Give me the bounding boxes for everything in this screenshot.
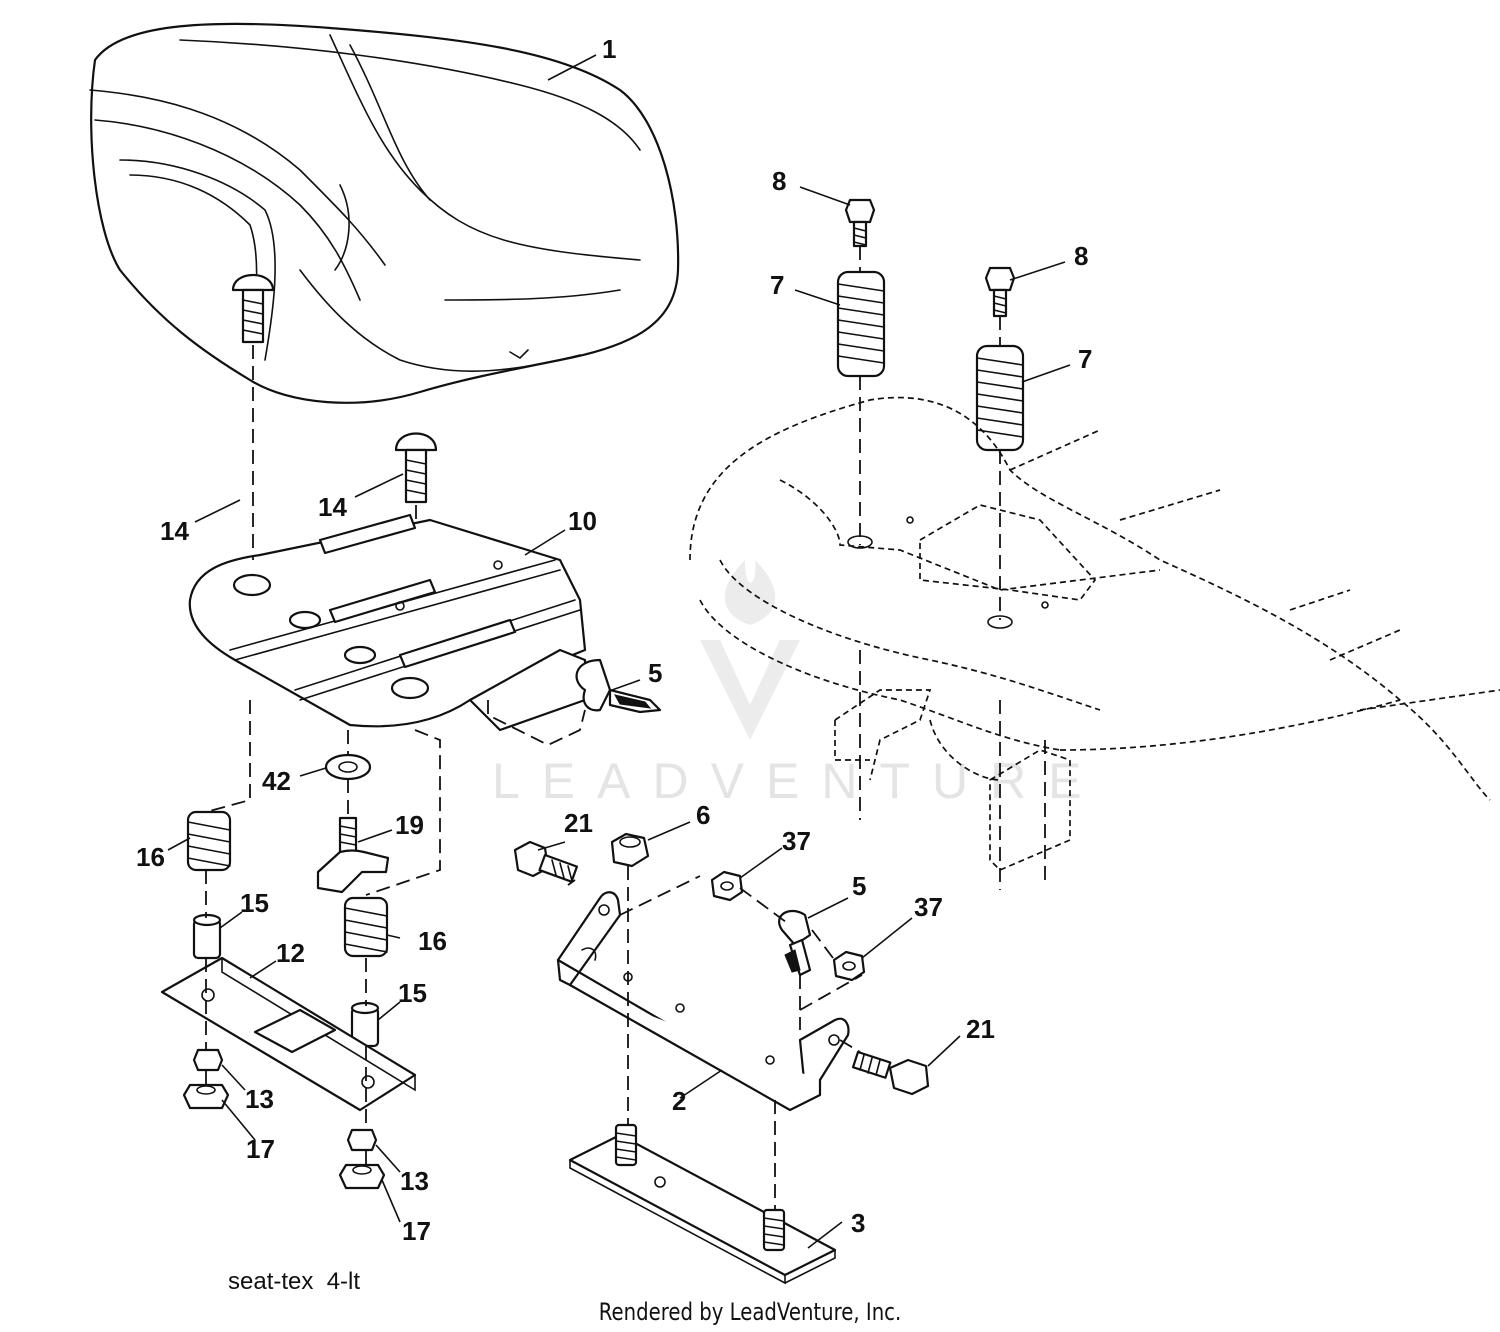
callout-14-right: 14 [318, 492, 347, 522]
callout-2: 2 [672, 1086, 686, 1116]
callout-16-left: 16 [136, 842, 165, 872]
callout-13-right: 13 [400, 1166, 429, 1196]
callout-1: 1 [602, 34, 616, 64]
diagram-caption: seat-tex 4-lt [228, 1268, 361, 1295]
callout-16-right: 16 [418, 926, 447, 956]
carriage-bolt-right [394, 432, 438, 504]
spacer-left [192, 913, 222, 960]
hex-nut-37-upper [710, 870, 744, 902]
callout-21-left: 21 [564, 808, 593, 838]
callout-12: 12 [276, 938, 305, 968]
spring-7-right [975, 344, 1025, 452]
slide-plate [160, 956, 417, 1112]
nut-17-right [338, 1163, 386, 1190]
callout-14-left: 14 [160, 516, 189, 546]
watermark-text: LEADVENTURE [492, 753, 1104, 809]
callout-7-left: 7 [770, 270, 784, 300]
spring-right [343, 896, 389, 958]
nut-17-left [182, 1083, 230, 1110]
callout-37-upper: 37 [782, 826, 811, 856]
flange-bolt-right [851, 1050, 930, 1096]
mounting-plate [568, 1123, 837, 1285]
callout-21-right: 21 [966, 1014, 995, 1044]
callout-10: 10 [568, 506, 597, 536]
hex-nut-37-lower [832, 950, 866, 982]
seat-pan [188, 513, 587, 732]
callout-15-left: 15 [240, 888, 269, 918]
screw-8-right [984, 266, 1016, 318]
callout-15-right: 15 [398, 978, 427, 1008]
washer [324, 753, 372, 781]
seat-clip-upper [575, 658, 662, 714]
leadventure-watermark: LEADVENTURE [492, 560, 1104, 809]
fender-frame-reference [689, 396, 1500, 890]
nut-13-left [192, 1048, 224, 1072]
adjustment-knob [316, 816, 390, 894]
callout-37-lower: 37 [914, 892, 943, 922]
callout-17-left: 17 [246, 1134, 275, 1164]
carriage-bolt-left [231, 274, 275, 344]
flange-bolt-left [513, 840, 579, 883]
callout-19: 19 [395, 810, 424, 840]
left-assembly-guides [205, 345, 586, 1165]
screw-8-left [844, 198, 876, 248]
callout-8-left: 8 [772, 166, 786, 196]
spring-left [186, 810, 232, 872]
seat-clip-lower [778, 909, 812, 977]
lock-nut [610, 832, 650, 868]
callout-labels: 1 2 3 5 5 6 7 7 8 8 10 12 13 13 14 14 15… [136, 34, 1092, 1246]
callout-5-lower: 5 [852, 871, 866, 901]
callout-leaders [167, 54, 1071, 1249]
nut-13-right [346, 1128, 378, 1152]
callout-6: 6 [696, 800, 710, 830]
callout-8-right: 8 [1074, 241, 1088, 271]
spring-7-left [836, 270, 886, 378]
right-assembly-guides [567, 866, 863, 1210]
callout-3: 3 [851, 1208, 865, 1238]
callout-17-right: 17 [402, 1216, 431, 1246]
seat-mount-bracket [556, 891, 850, 1112]
callout-13-left: 13 [245, 1084, 274, 1114]
callout-5-upper: 5 [648, 658, 662, 688]
callout-7-right: 7 [1078, 344, 1092, 374]
callout-42: 42 [262, 766, 291, 796]
render-credit: Rendered by LeadVenture, Inc. [598, 1298, 902, 1326]
seat-cushion [89, 22, 680, 404]
